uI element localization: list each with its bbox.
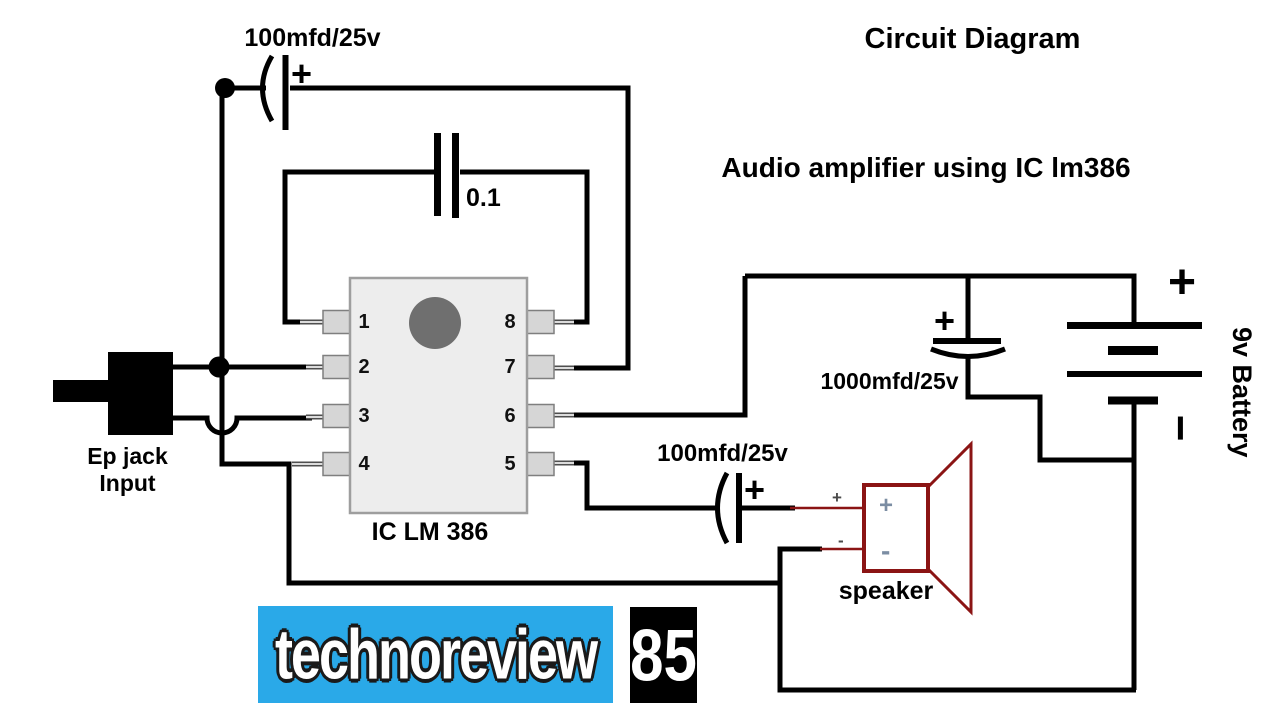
wire-bypasscap-to-pin1 [282, 169, 434, 325]
pin-stub-6 [524, 403, 555, 429]
watermark-logo-text: technoreview [274, 615, 598, 694]
page-title: Circuit Diagram [864, 23, 1081, 55]
pin-number-6: 6 [504, 405, 516, 427]
input-jack-label: Ep jack Input [60, 443, 195, 497]
wire-pin7-to-inputcap [290, 85, 631, 371]
wire-pin6-to-rail [565, 276, 748, 418]
speaker-terminal-minus: - [838, 531, 844, 550]
pin-stub-8 [524, 309, 555, 335]
capacitor-curved-plate [260, 54, 275, 123]
ic-pin-stubs [322, 309, 555, 477]
filter-capacitor-plus-sign: + [934, 300, 956, 341]
filter-capacitor-label: 1000mfd/25v [820, 368, 959, 394]
watermark-logo-number: 85 [630, 614, 697, 696]
jack-plug-tip [53, 380, 110, 402]
wire-filtercap-to-battery-minus [965, 358, 1136, 463]
speaker-inner-plus: + [879, 492, 894, 519]
audio-jack-icon [53, 352, 173, 435]
pin-number-1: 1 [358, 311, 370, 333]
ic-label: IC LM 386 [371, 518, 489, 546]
output-capacitor-symbol [715, 471, 742, 545]
speaker-label: speaker [838, 577, 934, 605]
pin-stub-7 [524, 354, 555, 380]
capacitor-curved-plate [930, 346, 1006, 359]
wire-jack-to-pin3-hop [173, 415, 312, 436]
input-capacitor-symbol [260, 54, 289, 130]
battery-label: 9v Battery [1227, 326, 1257, 458]
pin-stub-3 [322, 403, 353, 429]
pin-stub-4 [322, 451, 353, 477]
junction-dot-input [208, 356, 230, 378]
filter-capacitor-symbol [930, 276, 1006, 359]
bypass-capacitor-label: 0.1 [466, 184, 501, 212]
wire-group [173, 85, 1137, 693]
page-subtitle: Audio amplifier using IC lm386 [721, 152, 1131, 183]
pin-lead-cores [292, 321, 574, 465]
ic-dimple [409, 297, 461, 349]
watermark-logo-number-box: 85 [630, 607, 697, 703]
speaker-cone [926, 440, 973, 616]
junction-dot-top [215, 78, 235, 98]
battery-plus-sign: + [1168, 256, 1197, 309]
speaker-terminal-plus: + [832, 488, 842, 507]
wire-pin8-to-bypasscap [460, 169, 590, 325]
speaker-body [862, 483, 930, 573]
input-jack-label-line1: Ep jack [87, 443, 168, 469]
speaker-icon [790, 440, 973, 616]
battery-minus-sign: − [1155, 414, 1207, 442]
pin-number-2: 2 [358, 356, 370, 378]
pin-number-7: 7 [504, 356, 516, 378]
jack-body [108, 352, 173, 435]
wire-ground-path [219, 367, 780, 586]
pin-stub-2 [322, 354, 353, 380]
output-capacitor-plus-sign: + [744, 469, 766, 510]
pin-number-5: 5 [504, 453, 516, 475]
input-capacitor-plus-sign: + [291, 53, 313, 94]
watermark-logo: technoreview [258, 606, 613, 703]
wire-top-supply-rail [745, 273, 1137, 322]
bypass-capacitor-symbol [434, 133, 459, 218]
wire-pin5-to-outputcap [565, 460, 716, 511]
output-capacitor-label: 100mfd/25v [657, 440, 788, 467]
speaker-inner-minus: - [881, 535, 891, 566]
input-capacitor-label: 100mfd/25v [244, 24, 381, 52]
battery-symbol [1067, 322, 1202, 405]
wire-speaker-minus-to-bottom-rail [777, 546, 1136, 693]
pin-number-4: 4 [358, 453, 370, 475]
pin-stub-5 [524, 451, 555, 477]
capacitor-curved-plate [715, 471, 730, 545]
input-jack-label-line2: Input [99, 470, 156, 496]
pin-number-3: 3 [358, 405, 370, 427]
pin-number-8: 8 [504, 311, 516, 333]
pin-stub-1 [322, 309, 353, 335]
